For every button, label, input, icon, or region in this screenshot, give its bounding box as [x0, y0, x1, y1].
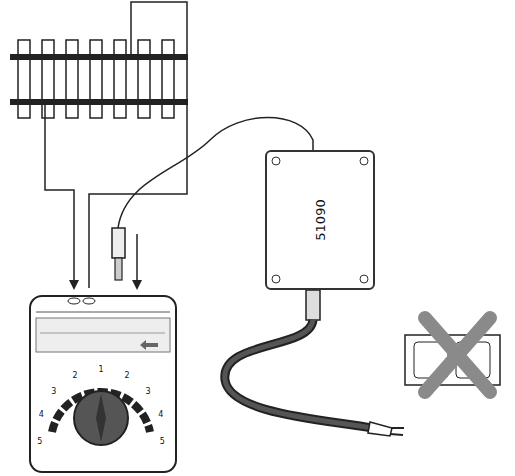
power-supply-box: 51090	[265, 150, 375, 290]
socket	[83, 298, 95, 304]
track-tie	[114, 40, 126, 118]
dial-number: 4	[39, 411, 44, 419]
dial-number: 5	[37, 438, 42, 446]
dial-number: 5	[160, 438, 165, 446]
rail	[10, 54, 188, 60]
mains-plug	[368, 422, 392, 436]
dial-number: 3	[51, 388, 56, 396]
dial-number: 1	[98, 366, 103, 374]
screw-hole	[272, 157, 280, 165]
track-tie	[66, 40, 78, 118]
mains-cable	[225, 320, 372, 428]
dial-number: 2	[72, 372, 77, 380]
dial-pointer	[96, 394, 106, 442]
mains-cable	[225, 320, 372, 428]
dial-number: 3	[146, 388, 151, 396]
socket	[68, 298, 80, 304]
cross-out	[425, 318, 490, 392]
screw-hole	[360, 275, 368, 283]
plug-prong	[391, 427, 404, 429]
rail	[10, 99, 188, 105]
dial-knob	[74, 391, 128, 445]
model-number: 51090	[313, 199, 328, 240]
dial-number: 2	[124, 372, 129, 380]
panel-line	[36, 312, 170, 313]
arrow	[136, 234, 138, 288]
track-tie	[18, 40, 30, 118]
strain-relief	[306, 290, 320, 320]
wire	[89, 2, 187, 288]
track-tie	[162, 40, 174, 118]
direction-symbol	[140, 340, 158, 350]
dial-number: 4	[158, 411, 163, 419]
track-tie	[90, 40, 102, 118]
screw-hole	[272, 275, 280, 283]
track-ties	[18, 40, 174, 118]
plug-prong	[390, 434, 403, 435]
plug	[112, 228, 125, 258]
track-tie	[138, 40, 150, 118]
plug-pin	[115, 258, 122, 280]
panel	[36, 318, 170, 352]
controller-housing	[30, 296, 176, 472]
screw-hole	[360, 157, 368, 165]
panel-line	[40, 333, 165, 334]
track-tie	[42, 40, 54, 118]
wire	[45, 104, 74, 288]
